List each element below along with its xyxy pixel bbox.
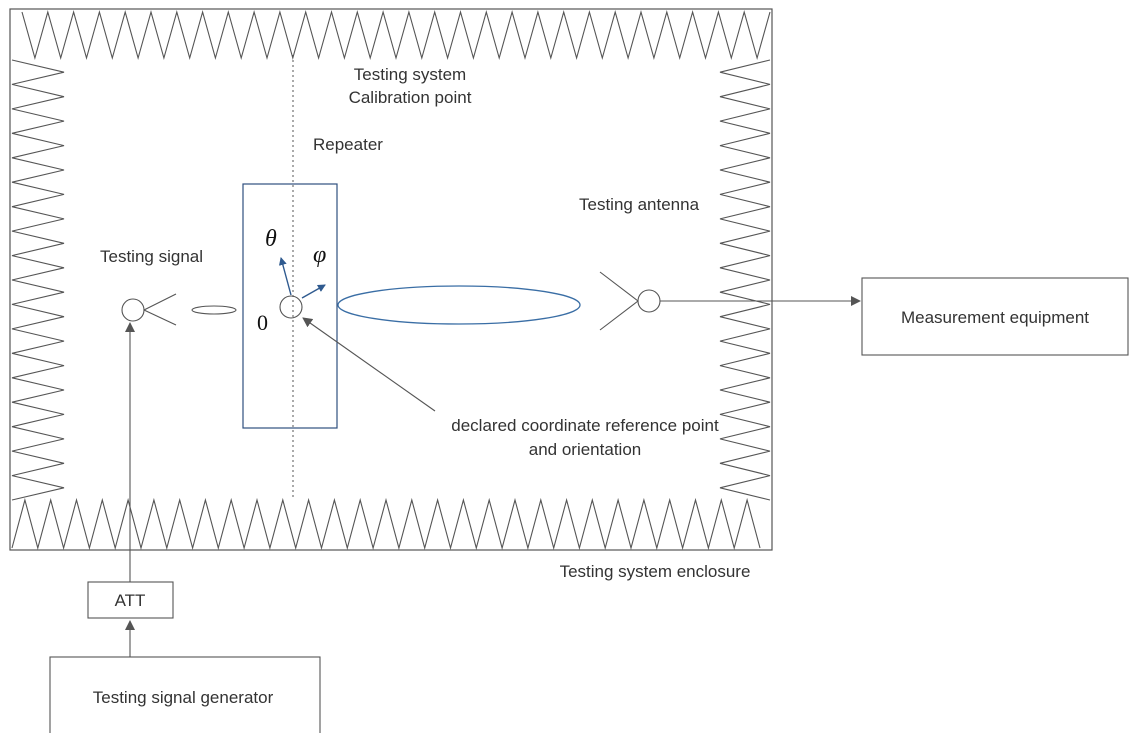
calibration-label-line1: Testing system — [354, 65, 466, 84]
testing-signal-label: Testing signal — [100, 247, 203, 266]
measurement-equipment-box — [861, 277, 1129, 356]
testing-system-enclosure — [9, 8, 773, 551]
theta-axis-arrow — [278, 257, 292, 296]
calibration-label-line2: Calibration point — [349, 88, 472, 107]
reference-point-circle — [279, 295, 303, 319]
testing-antenna-label: Testing antenna — [579, 195, 700, 214]
repeater-label: Repeater — [313, 135, 383, 154]
declared-reference-label-line1: declared coordinate reference point — [451, 416, 719, 435]
att-box — [87, 581, 174, 619]
absorber-left — [11, 59, 65, 501]
measurement-label: Measurement equipment — [901, 308, 1089, 327]
testing-signal-antenna-circle — [121, 298, 145, 322]
absorber-right — [719, 59, 771, 501]
testing-antenna-arm-lower — [599, 300, 639, 331]
generator-label: Testing signal generator — [93, 688, 274, 707]
origin-zero-label: 0 — [257, 310, 268, 335]
testing-antenna-arm-upper — [599, 271, 639, 302]
declared-reference-label-line2: and orientation — [529, 440, 641, 459]
enclosure-label: Testing system enclosure — [560, 562, 751, 581]
testing-antenna-circle — [637, 289, 661, 313]
declared-reference-pointer-arrow — [302, 317, 436, 412]
repeater-box — [242, 183, 338, 429]
absorber-bottom — [11, 497, 761, 551]
testing-signal-generator-box — [49, 656, 321, 733]
testing-signal-antenna-arm-upper — [143, 293, 177, 311]
phi-symbol: φ — [313, 242, 326, 268]
testing-signal-antenna-arm-lower — [143, 309, 177, 326]
absorber-top — [21, 9, 771, 61]
phi-axis-arrow — [301, 284, 326, 299]
antenna-beam-ellipse — [337, 285, 581, 325]
theta-symbol: θ — [265, 226, 277, 252]
signal-beam-ellipse — [191, 305, 237, 315]
att-label: ATT — [115, 591, 146, 610]
